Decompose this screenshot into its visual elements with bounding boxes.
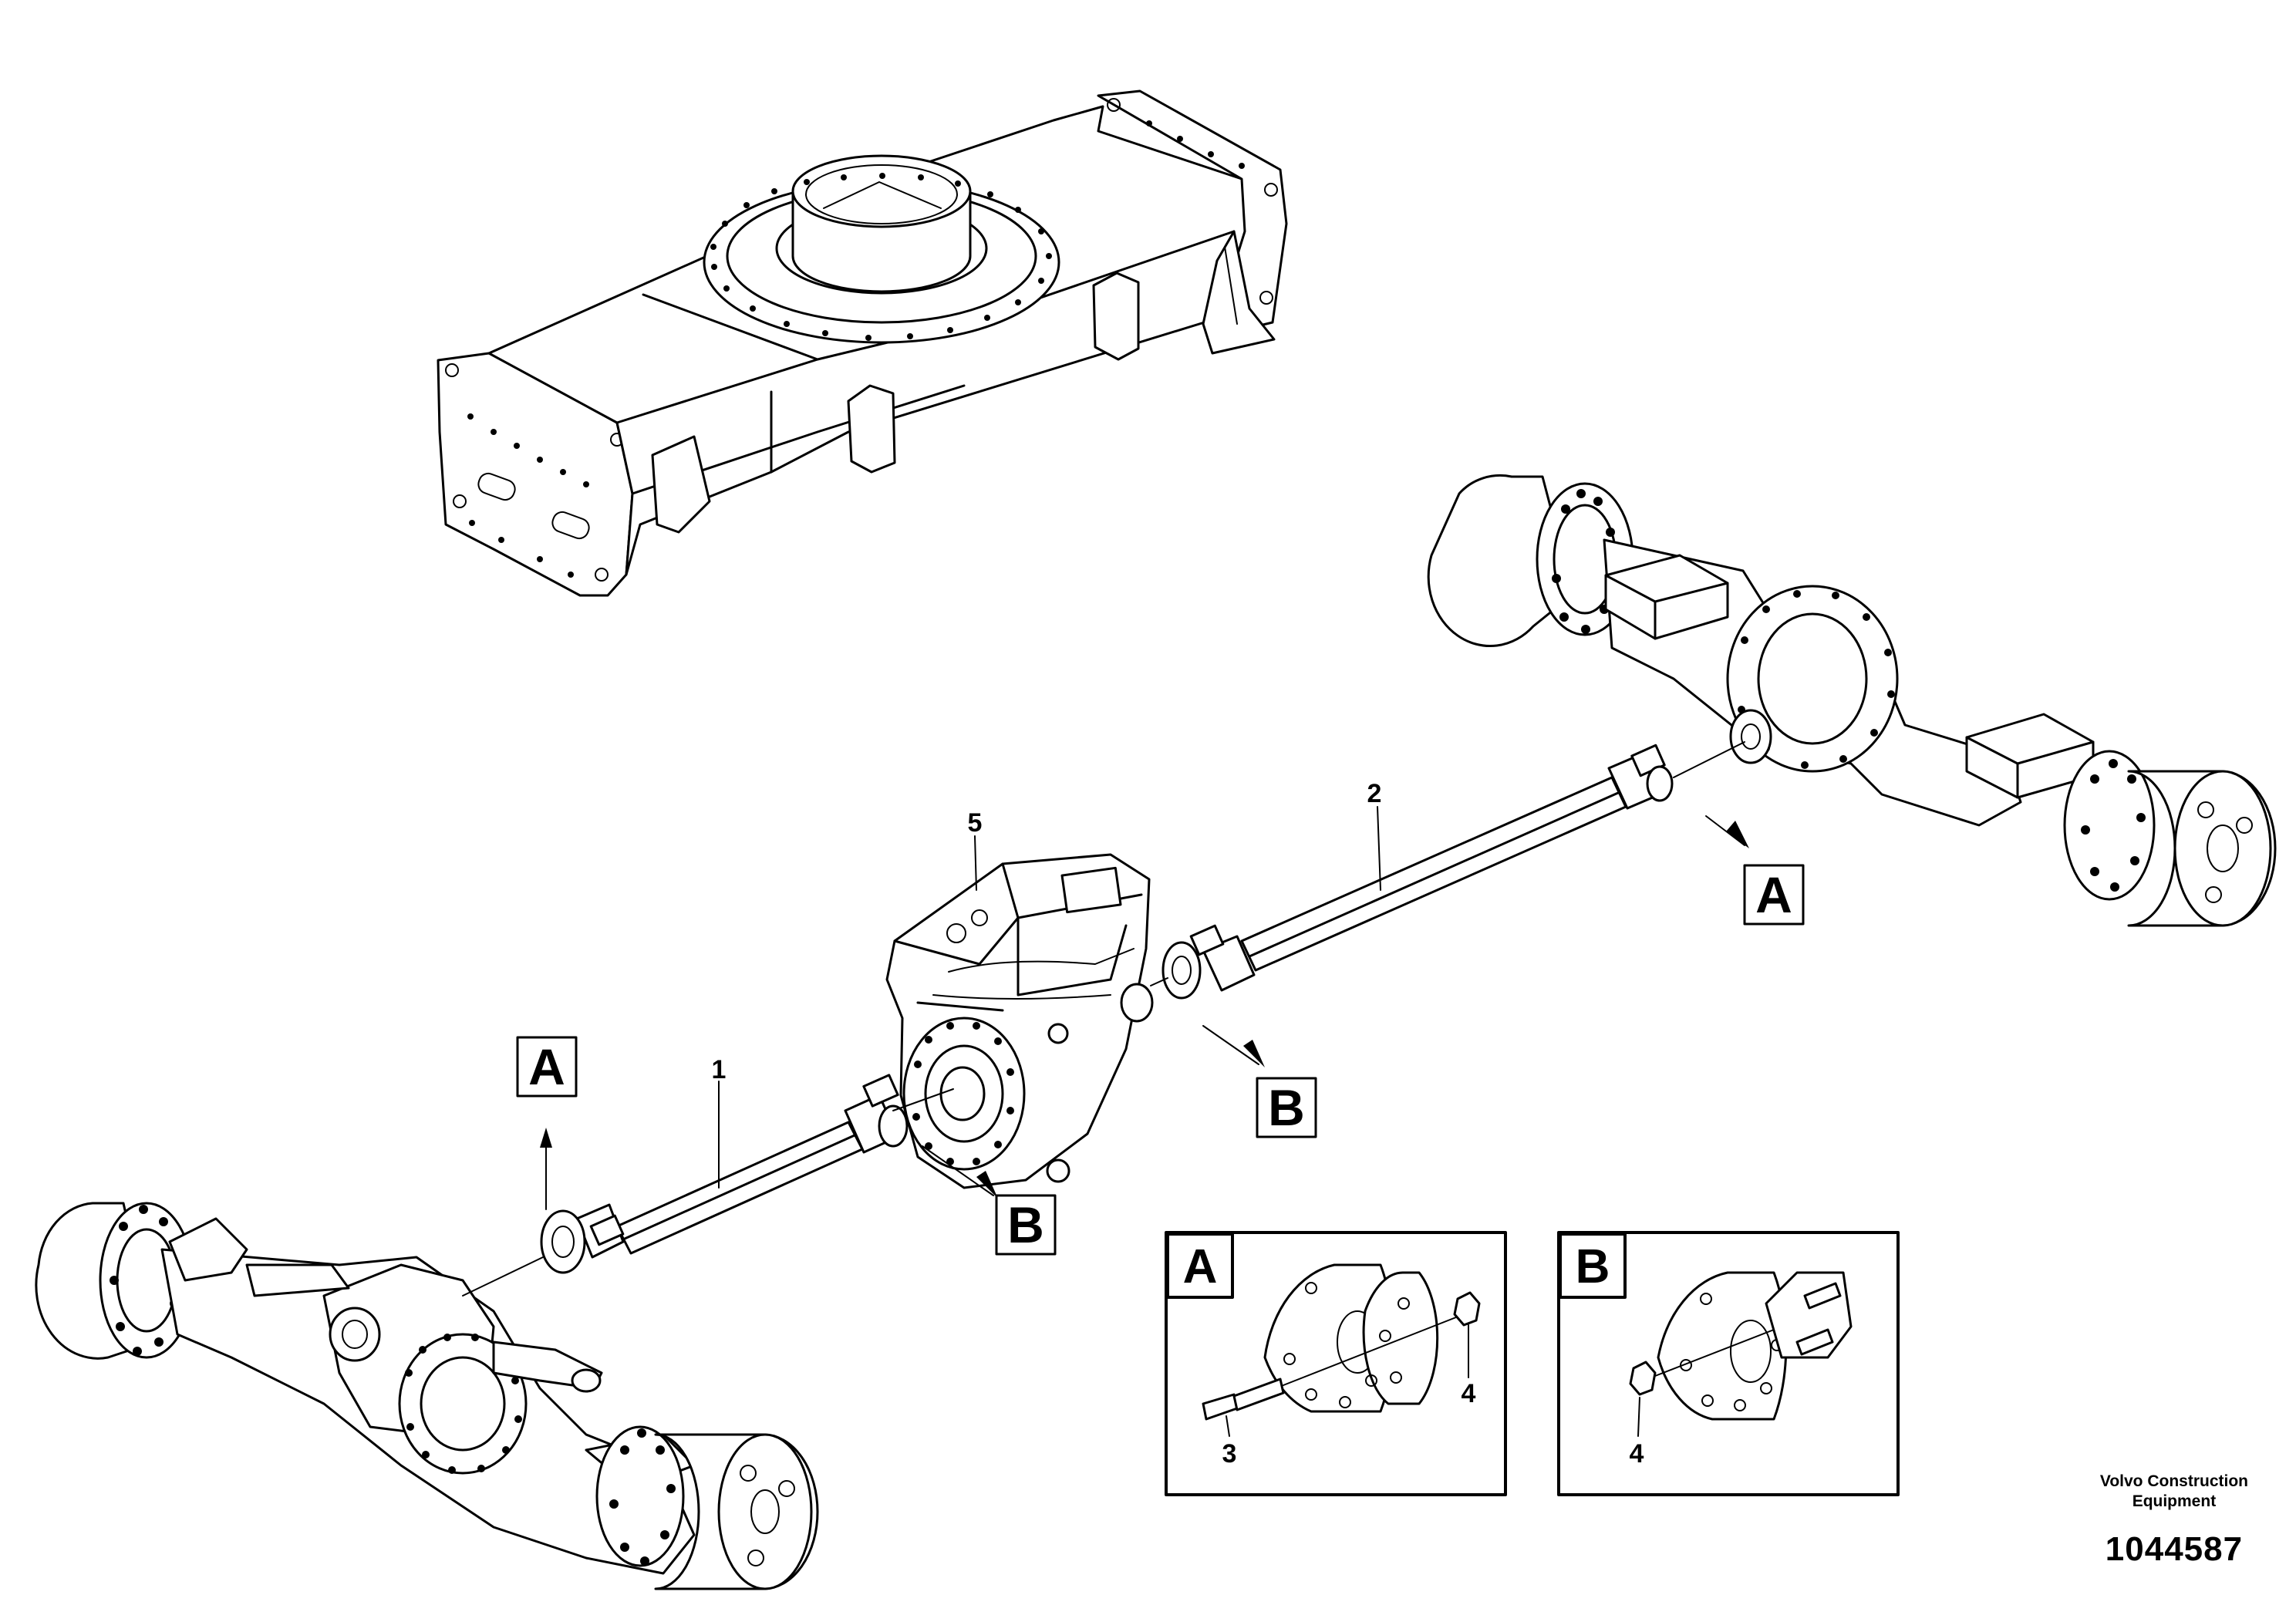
callout-item-4-detail-b: 4 (1630, 1439, 1644, 1469)
brand-line-2: Equipment (2132, 1492, 2217, 1510)
view-label-b-front-text: B (1007, 1196, 1044, 1253)
detail-a-title: A (1183, 1240, 1218, 1293)
view-label-a-rear: A (1743, 864, 1805, 926)
view-label-a-front-text: A (528, 1038, 565, 1095)
detail-view-b: B 4 (1557, 1231, 1900, 1496)
view-label-a-front: A (516, 1036, 578, 1098)
brand-line-1: Volvo Construction (2099, 1472, 2248, 1490)
rear-axle (1427, 474, 2277, 927)
callout-item-4-detail-a: 4 (1462, 1379, 1476, 1408)
footer-block: Volvo Construction Equipment 1044587 (2100, 1472, 2248, 1569)
leader-lines (462, 741, 1749, 1297)
detail-b-title: B (1576, 1240, 1610, 1293)
propeller-shaft-1 (540, 1074, 909, 1274)
rear-frame-carrier (437, 89, 1288, 597)
callout-item-1: 1 (712, 1055, 727, 1084)
view-label-a-rear-text: A (1755, 866, 1792, 923)
document-number: 1044587 (2105, 1530, 2244, 1568)
callout-item-2: 2 (1367, 779, 1382, 808)
callout-item-3: 3 (1222, 1439, 1237, 1469)
view-label-b-rear: B (1256, 1077, 1317, 1138)
view-label-b-front: B (995, 1194, 1057, 1256)
front-axle (35, 1202, 819, 1590)
view-label-b-rear-text: B (1268, 1079, 1305, 1136)
callout-item-5: 5 (968, 808, 983, 838)
propeller-shaft-2 (1161, 744, 1674, 1000)
detail-view-a: A 3 4 (1165, 1231, 1507, 1496)
transfer-gearbox (885, 853, 1154, 1189)
